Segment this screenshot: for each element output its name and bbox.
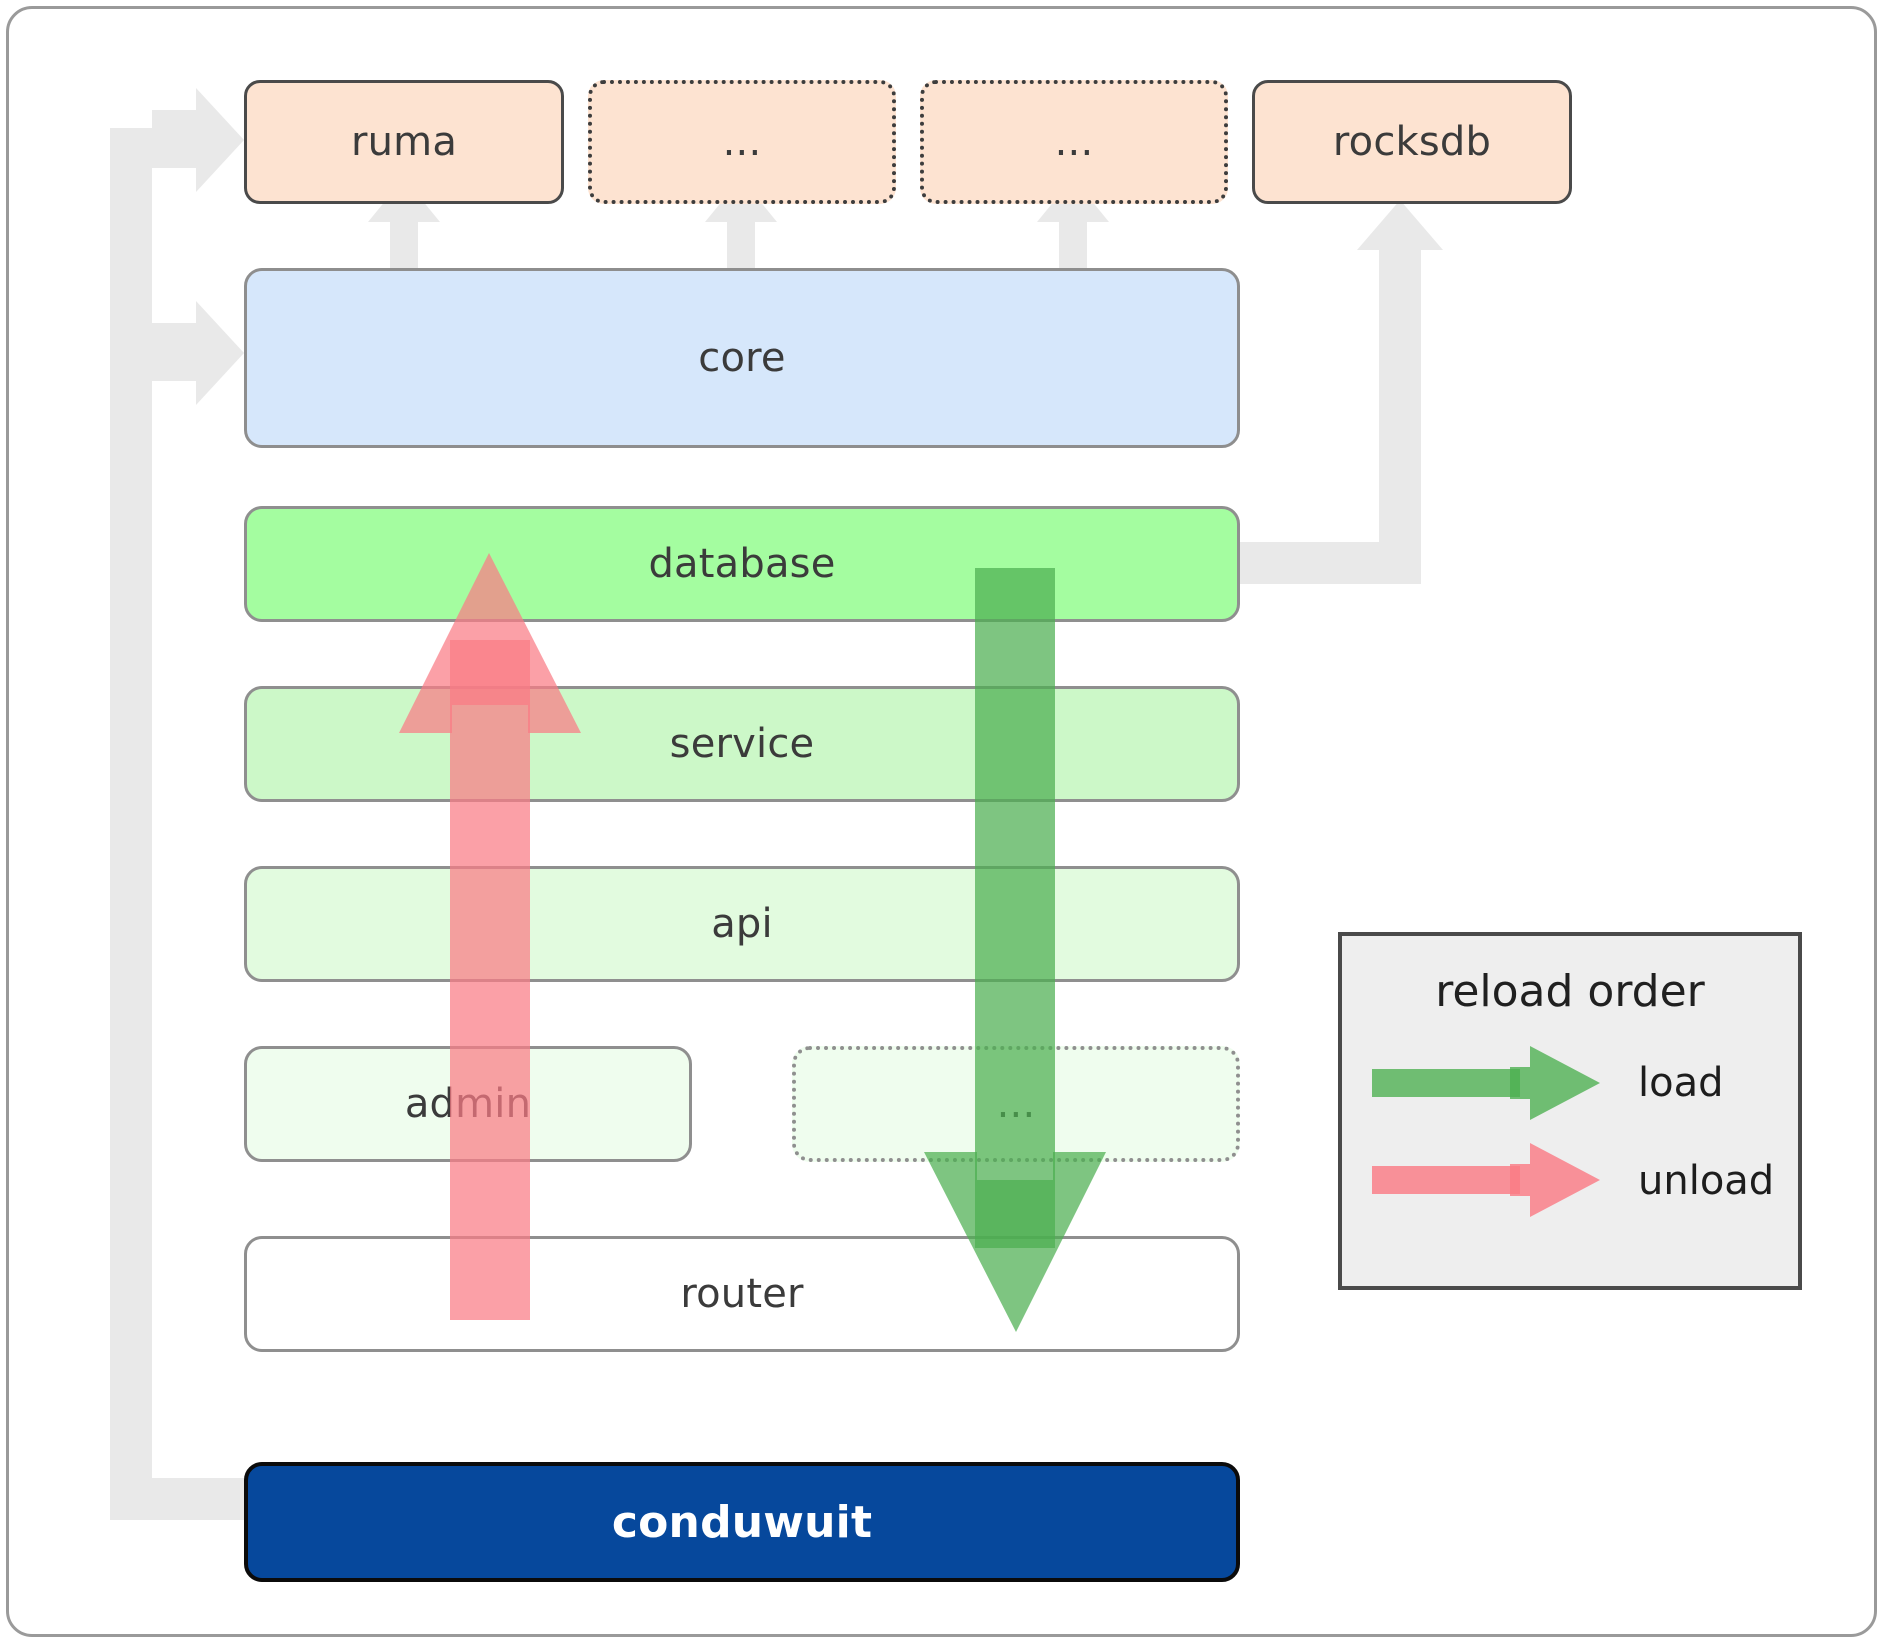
legend-unload-arrow-icon bbox=[1372, 1143, 1600, 1217]
layer-label: api bbox=[711, 901, 773, 947]
layer-box-router[interactable]: router bbox=[244, 1236, 1240, 1352]
layer-box-ellipsis[interactable]: ... bbox=[792, 1046, 1240, 1162]
layer-label: database bbox=[648, 541, 836, 587]
legend-label-load: load bbox=[1638, 1060, 1724, 1106]
legend-title: reload order bbox=[1435, 966, 1705, 1017]
layer-box-admin[interactable]: admin bbox=[244, 1046, 692, 1162]
legend-load-arrow-icon bbox=[1372, 1046, 1600, 1120]
dependency-box-ellipsis-1[interactable]: ... bbox=[588, 80, 896, 204]
layer-box-api[interactable]: api bbox=[244, 866, 1240, 982]
legend-arrows bbox=[1372, 1046, 1600, 1217]
legend-label-unload: unload bbox=[1638, 1158, 1775, 1204]
dependency-box-rocksdb[interactable]: rocksdb bbox=[1252, 80, 1572, 204]
dependency-label: ... bbox=[722, 119, 762, 165]
dependency-label: ruma bbox=[350, 119, 458, 165]
dependency-label: rocksdb bbox=[1332, 119, 1492, 165]
layer-label: service bbox=[669, 721, 815, 767]
layer-label: admin bbox=[404, 1081, 532, 1127]
app-box-conduwuit[interactable]: conduwuit bbox=[244, 1462, 1240, 1582]
core-label: core bbox=[698, 335, 786, 381]
layer-box-database[interactable]: database bbox=[244, 506, 1240, 622]
diagram-frame bbox=[6, 6, 1877, 1637]
app-label: conduwuit bbox=[611, 1496, 873, 1548]
dependency-label: ... bbox=[1054, 119, 1094, 165]
layer-box-service[interactable]: service bbox=[244, 686, 1240, 802]
legend-panel: reload order load unload bbox=[1338, 932, 1802, 1290]
layer-label: router bbox=[680, 1271, 804, 1317]
core-box[interactable]: core bbox=[244, 268, 1240, 448]
dependency-box-ruma[interactable]: ruma bbox=[244, 80, 564, 204]
layer-label: ... bbox=[996, 1081, 1036, 1127]
dependency-box-ellipsis-2[interactable]: ... bbox=[920, 80, 1228, 204]
